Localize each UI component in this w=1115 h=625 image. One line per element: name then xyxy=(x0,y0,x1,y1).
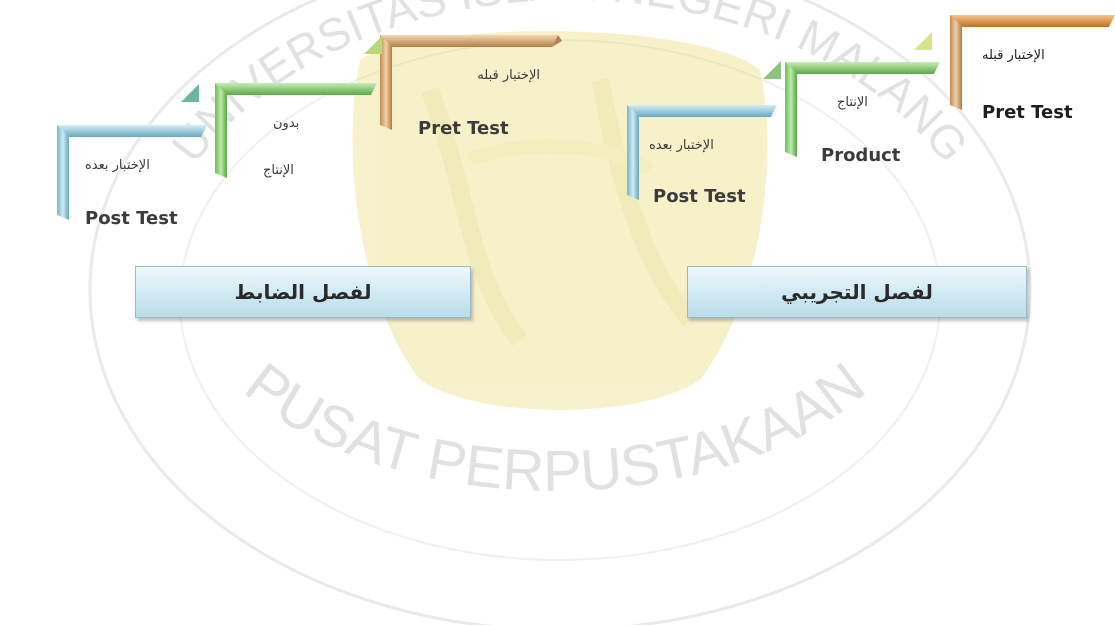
bracket-shape xyxy=(380,35,562,130)
step-label-english: Pret Test xyxy=(982,102,1073,123)
step-label-arabic: الإختبار بعده xyxy=(649,138,714,153)
experimental-step-posttest: الإختبار بعده Post Test xyxy=(627,100,827,220)
experimental-group-title-box: لفصل التجريبي xyxy=(687,266,1027,318)
step-label-arabic: الإختبار قبله xyxy=(477,68,540,83)
experimental-group-title: لفصل التجريبي xyxy=(781,280,933,304)
bracket-shape xyxy=(215,83,377,178)
step-label-arabic: الإختبار بعده xyxy=(85,158,150,173)
control-group-title: لفصل الضابط xyxy=(234,280,372,304)
step-label-english: Pret Test xyxy=(418,118,509,139)
step-label-english: Product xyxy=(821,145,901,166)
experimental-step-pretest: الإختبار قبله Pret Test xyxy=(914,10,1115,130)
step-label-english: Post Test xyxy=(85,208,178,229)
arrow-head-icon xyxy=(181,84,199,102)
experimental-step-product: الإنتاج Product xyxy=(763,57,985,177)
step-label-arabic: الإختبار قبله xyxy=(982,48,1045,63)
control-group-title-box: لفصل الضابط xyxy=(135,266,471,318)
control-step-pretest: الإختبار قبله Pret Test xyxy=(364,30,580,150)
bracket-shape xyxy=(785,62,940,157)
step-label-arabic: الإنتاج xyxy=(837,95,868,110)
arrow-head-icon xyxy=(364,36,382,54)
bracket-shape xyxy=(57,125,207,220)
arrow-head-icon xyxy=(763,61,781,79)
arrow-head-icon xyxy=(914,32,932,50)
bracket-shape xyxy=(627,105,777,200)
watermark-ring xyxy=(88,0,1032,625)
step-label-arabic-line2: الإنتاج xyxy=(263,163,294,178)
control-step-posttest: الإختبار بعده Post Test xyxy=(57,120,257,240)
control-step-without-product: بدون الإنتاج xyxy=(181,78,415,198)
step-label-arabic-line1: بدون xyxy=(273,116,300,131)
step-label-english: Post Test xyxy=(653,186,746,207)
bracket-shape xyxy=(950,15,1115,110)
